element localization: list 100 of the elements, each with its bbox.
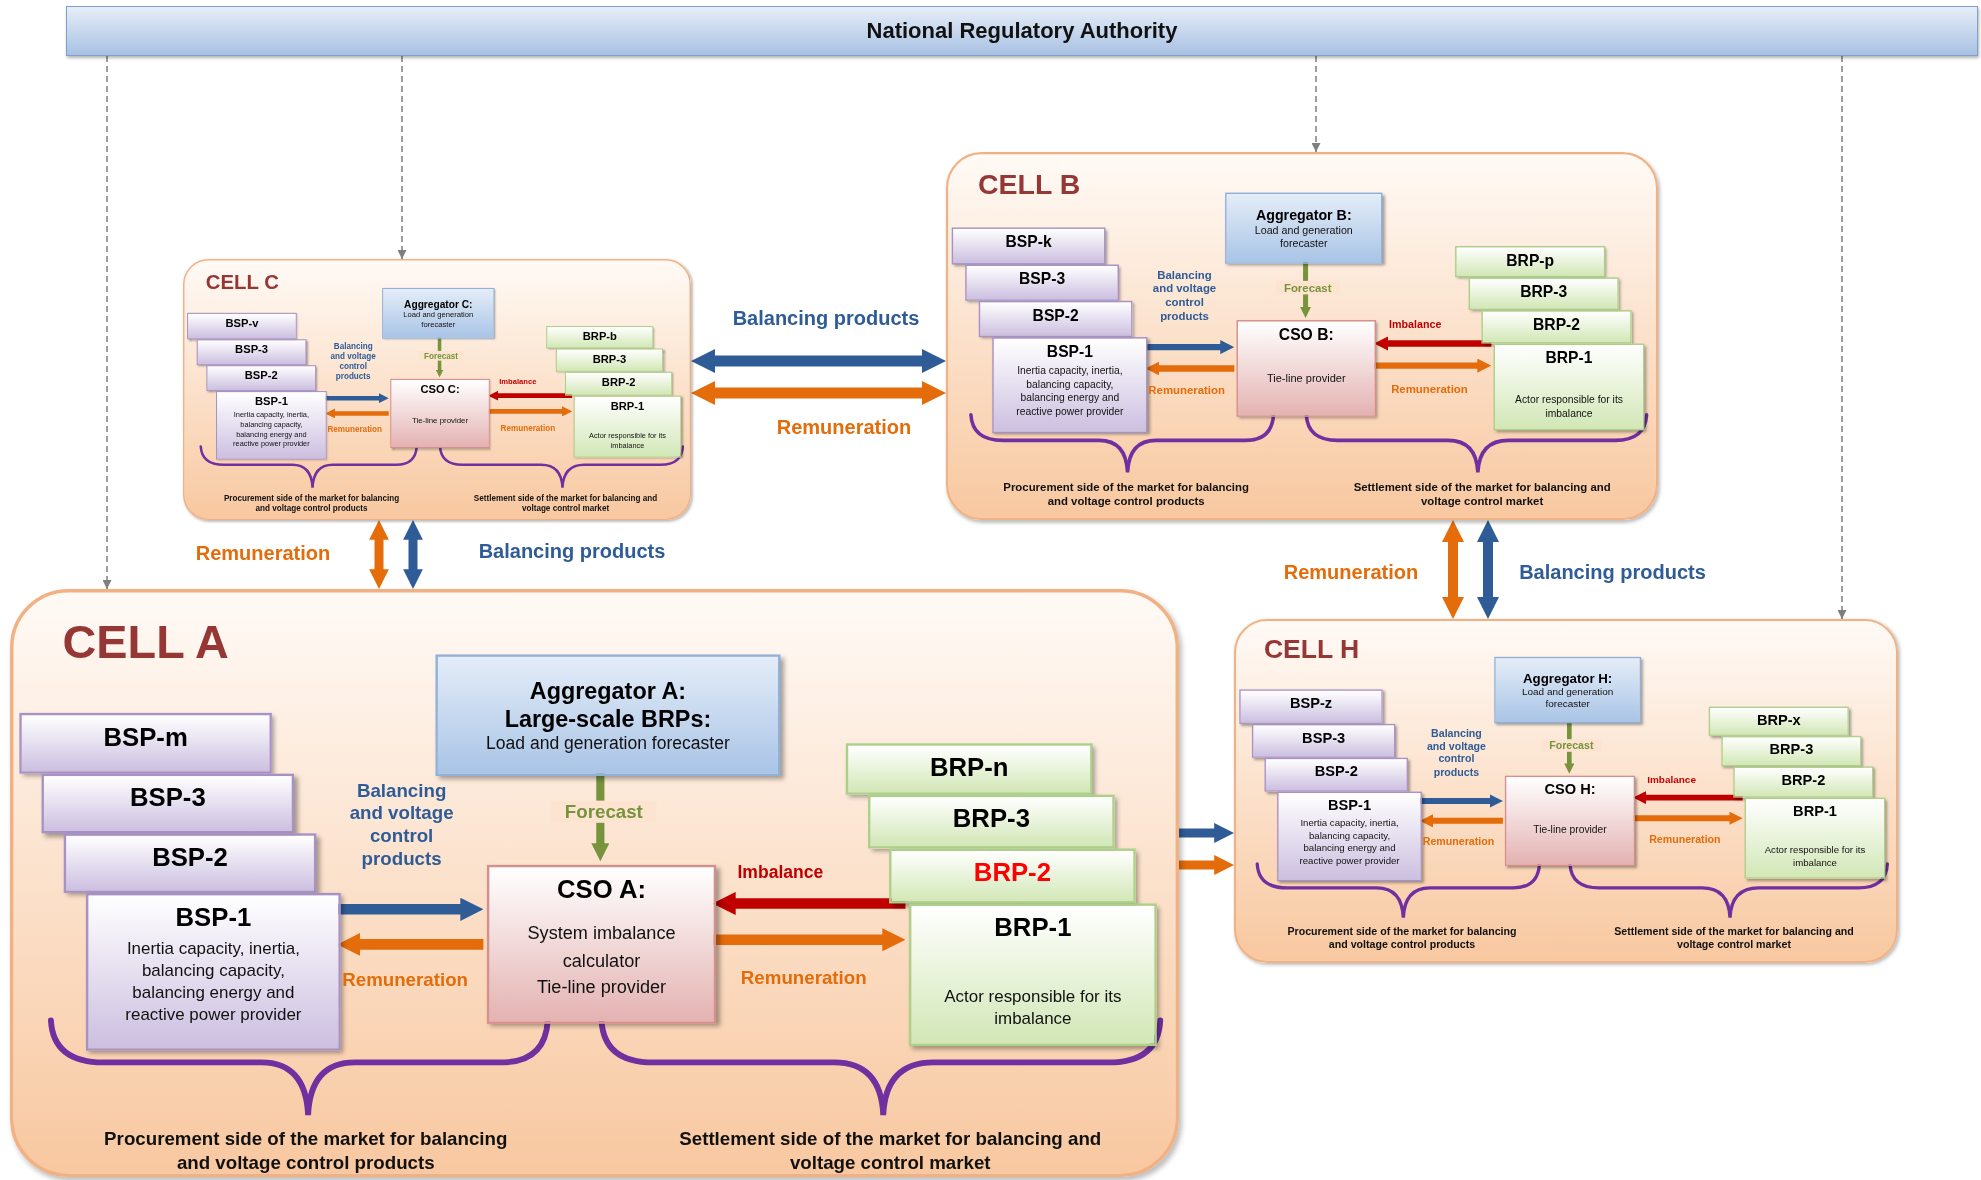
box-description: Inertia capacity, inertia, balancing capacity, balancing energy and reactive power provider (1015, 364, 1125, 419)
aggregator-box (1225, 192, 1383, 264)
brace-caption: Settlement side of the market for balancing and voltage control market (1352, 480, 1612, 509)
bsp-card (978, 300, 1133, 338)
edge-label: Remuneration (1648, 833, 1722, 847)
box-description: Inertia capacity, inertia, balancing capacity, balancing energy and reactive power provider (1298, 817, 1401, 868)
bsp-card (86, 892, 341, 1051)
box-title: Aggregator H: (1523, 670, 1613, 687)
box-title: BSP-2 (244, 369, 278, 383)
edge-label: Imbalance (1646, 773, 1697, 786)
box-description: Actor responsible for its imbalance (1514, 393, 1624, 421)
box-title: CSO A: (557, 874, 647, 906)
box-description: Tie-line provider (1266, 370, 1346, 386)
brp-card (1733, 766, 1874, 798)
box-title: BSP-1 (1328, 796, 1372, 815)
cell-panel (10, 589, 1179, 1177)
edge-label: Imbalance (1388, 317, 1443, 331)
block-arrow (325, 408, 389, 419)
box-title: BSP-3 (129, 783, 206, 814)
box-description: Tie-line provider (1533, 822, 1607, 838)
edge-label: Balancing and voltage control products (1425, 727, 1487, 779)
edge-label: Remuneration (1421, 834, 1496, 848)
box-description: Load and generation forecaster (1253, 223, 1354, 250)
cso-box (486, 864, 717, 1024)
box-title: BSP-2 (1314, 763, 1358, 781)
brp-card (1455, 246, 1606, 278)
edge-label: Imbalance (736, 861, 825, 883)
cell-title: CELL B (978, 168, 1081, 201)
edge-label: Remuneration (326, 424, 383, 434)
aggregator-box (1494, 656, 1642, 724)
edge-label: Balancing products (731, 306, 921, 330)
box-title: Aggregator A: (529, 676, 687, 705)
box-title: BRP-1 (1545, 349, 1593, 368)
block-arrow (691, 380, 946, 406)
cell-title: CELL A (62, 615, 229, 669)
brp-card (546, 326, 654, 349)
cso-box (390, 378, 490, 448)
bsp-card (1277, 791, 1422, 882)
bsp-card (196, 339, 307, 366)
edge-label: Forecast (551, 800, 657, 823)
bsp-card (951, 227, 1106, 265)
box-title: BSP-z (1289, 694, 1333, 713)
box-title: BSP-3 (235, 343, 269, 357)
block-arrow (1300, 261, 1312, 318)
box-title: BSP-2 (152, 842, 228, 874)
edge-label: Remuneration (194, 541, 332, 565)
block-arrow (369, 520, 389, 589)
box-title: BSP-2 (1032, 306, 1079, 326)
bsp-card (206, 365, 317, 392)
cell-title: CELL H (1263, 634, 1360, 665)
edge-label: Forecast (418, 350, 464, 361)
box-title: BRP-p (1506, 251, 1555, 271)
edge-label: Forecast (1541, 739, 1602, 752)
edge-label: Balancing products (477, 539, 667, 563)
edge-label: Remuneration (499, 423, 557, 433)
brp-card (868, 794, 1115, 849)
cso-box (1504, 775, 1636, 866)
box-title: BRP-b (582, 330, 617, 344)
dashed-arrow (1311, 55, 1321, 153)
brp-card (1708, 706, 1849, 736)
brace-caption: Procurement side of the market for balancing and voltage control products (103, 1128, 509, 1175)
brace-caption: Settlement side of the market for balancing and voltage control market (678, 1128, 1103, 1175)
box-title: BRP-1 (994, 912, 1072, 944)
box-title: BSP-3 (1019, 270, 1066, 289)
edge-label: Balancing and voltage control products (1151, 268, 1218, 323)
box-title: CSO H: (1544, 781, 1596, 799)
block-arrow (1477, 520, 1499, 619)
box-title: BRP-2 (601, 375, 636, 390)
brp-card (1468, 277, 1619, 311)
dashed-arrow (1837, 55, 1847, 620)
box-description: Load and generation forecaster (486, 732, 730, 754)
edge-label: Balancing products (1518, 560, 1707, 584)
box-title: Large-scale BRPs: (504, 704, 712, 733)
box-title: BRP-3 (952, 804, 1030, 835)
dashed-arrow (102, 55, 112, 590)
banner-title: National Regulatory Authority (866, 18, 1178, 44)
brp-card (845, 743, 1093, 795)
box-title: BRP-2 (1781, 771, 1826, 790)
edge-label: Balancing and voltage control products (329, 341, 377, 381)
box-title: BRP-3 (1769, 741, 1814, 759)
cell-panel (183, 259, 691, 520)
bsp-card (1251, 723, 1396, 758)
box-title: CSO C: (420, 382, 460, 397)
bsp-card (41, 773, 295, 834)
brace-caption: Settlement side of the market for balancing and voltage control market (1613, 925, 1855, 952)
block-arrow (1564, 721, 1575, 774)
box-description: Actor responsible for its imbalance (943, 985, 1123, 1030)
block-arrow (435, 337, 444, 378)
box-title: BSP-1 (1046, 342, 1093, 362)
cell-panel (946, 152, 1658, 520)
bsp-card (63, 833, 317, 893)
block-arrow (488, 406, 573, 417)
brp-card (1493, 343, 1645, 431)
edge-label: Remuneration (1147, 383, 1226, 398)
box-title: BRP-3 (1520, 283, 1568, 302)
bsp-card (992, 337, 1148, 434)
box-title: BRP-3 (592, 352, 627, 366)
box-description: Tie-line provider (536, 975, 667, 999)
box-description: System imbalance calculator (526, 921, 677, 972)
brp-card (1721, 735, 1862, 767)
